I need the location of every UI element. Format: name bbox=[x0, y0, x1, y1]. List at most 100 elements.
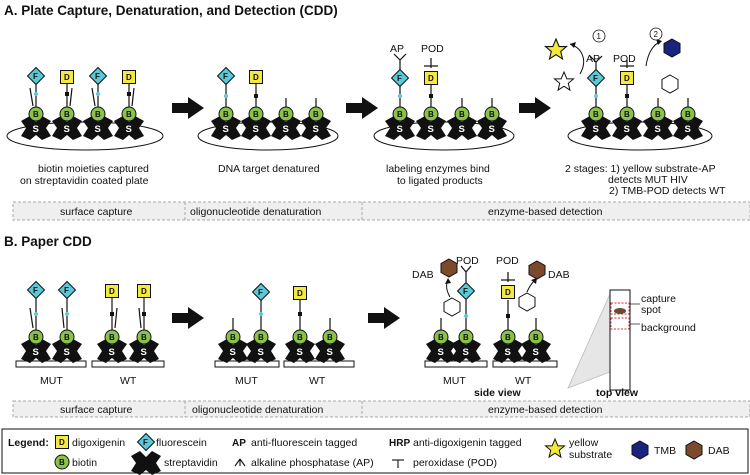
legend-ap-line2: alkaline phosphatase (AP) bbox=[251, 457, 374, 469]
svg-text:D: D bbox=[428, 74, 434, 83]
svg-text:B: B bbox=[593, 110, 599, 119]
svg-text:B: B bbox=[463, 333, 469, 342]
svg-text:B: B bbox=[141, 333, 147, 342]
legend-hrp-line2: peroxidase (POD) bbox=[413, 457, 497, 469]
svg-text:B: B bbox=[428, 110, 434, 119]
label-pod-a3: POD bbox=[421, 43, 444, 55]
svg-text:B: B bbox=[64, 333, 70, 342]
svg-text:B: B bbox=[64, 110, 70, 119]
caption-a4-line1: 2 stages: 1) yellow substrate-AP bbox=[565, 163, 716, 175]
svg-text:D: D bbox=[297, 289, 303, 298]
svg-text:F: F bbox=[64, 286, 69, 295]
svg-text:D: D bbox=[505, 288, 511, 297]
svg-text:F: F bbox=[143, 438, 148, 447]
stage-bar-a: surface capture oligonucleotide denatura… bbox=[12, 201, 750, 221]
section-b-title: B. Paper CDD bbox=[4, 234, 92, 249]
svg-text:S: S bbox=[428, 124, 434, 135]
stage-b-denaturation: oligonucleotide denaturation bbox=[192, 404, 324, 416]
svg-text:F: F bbox=[95, 72, 100, 81]
caption-a1-line2: on streptavidin coated plate bbox=[20, 175, 149, 187]
svg-text:S: S bbox=[64, 124, 70, 135]
svg-text:S: S bbox=[397, 124, 403, 135]
step-2-marker: 2 bbox=[654, 30, 659, 39]
svg-text:B: B bbox=[126, 110, 132, 119]
svg-text:B: B bbox=[258, 333, 264, 342]
legend-yellow-line1: yellow bbox=[569, 437, 599, 449]
svg-text:B: B bbox=[397, 110, 403, 119]
svg-text:B: B bbox=[95, 110, 101, 119]
svg-text:B: B bbox=[505, 333, 511, 342]
svg-text:S: S bbox=[313, 124, 319, 135]
svg-text:B: B bbox=[59, 458, 65, 467]
svg-text:B: B bbox=[438, 333, 444, 342]
svg-text:S: S bbox=[143, 458, 149, 469]
svg-text:S: S bbox=[33, 124, 39, 135]
svg-text:F: F bbox=[33, 72, 38, 81]
svg-text:B: B bbox=[253, 110, 259, 119]
legend-dab: DAB bbox=[708, 445, 730, 457]
b3-wt-label: WT bbox=[515, 375, 532, 387]
svg-text:S: S bbox=[230, 347, 236, 358]
legend-tmb-hexagon-icon bbox=[631, 440, 649, 460]
svg-text:S: S bbox=[624, 124, 630, 135]
b1-wt-label: WT bbox=[120, 375, 137, 387]
step-1-marker: 1 bbox=[597, 32, 602, 41]
legend: Legend: D digoxigenin B biotin F fluores… bbox=[1, 428, 749, 475]
svg-text:B: B bbox=[109, 333, 115, 342]
label-ap-a4: AP bbox=[586, 53, 600, 65]
side-view-label: side view bbox=[474, 387, 522, 399]
svg-text:S: S bbox=[33, 347, 39, 358]
svg-text:S: S bbox=[533, 347, 539, 358]
svg-text:S: S bbox=[459, 124, 465, 135]
b3-dab-label-1: DAB bbox=[412, 269, 434, 281]
svg-text:S: S bbox=[126, 124, 132, 135]
svg-text:F: F bbox=[223, 72, 228, 81]
legend-tmb: TMB bbox=[654, 445, 676, 457]
svg-text:B: B bbox=[230, 333, 236, 342]
b2-wt-label: WT bbox=[309, 375, 326, 387]
stage-a-denaturation: oligonucleotide denaturation bbox=[190, 206, 322, 218]
svg-text:S: S bbox=[297, 347, 303, 358]
svg-text:D: D bbox=[64, 73, 70, 82]
svg-text:B: B bbox=[283, 110, 289, 119]
top-view-label: top view bbox=[596, 387, 639, 399]
legend-biotin: biotin bbox=[72, 457, 97, 469]
svg-text:B: B bbox=[459, 110, 465, 119]
svg-text:F: F bbox=[463, 287, 468, 296]
svg-text:S: S bbox=[655, 124, 661, 135]
svg-text:D: D bbox=[253, 73, 259, 82]
b2-mut-label: MUT bbox=[235, 375, 258, 387]
svg-text:S: S bbox=[505, 347, 511, 358]
svg-text:B: B bbox=[223, 110, 229, 119]
b3-pod-label-2: POD bbox=[496, 255, 519, 267]
b3-mut-label: MUT bbox=[443, 375, 466, 387]
svg-text:D: D bbox=[59, 438, 65, 447]
svg-text:S: S bbox=[685, 124, 691, 135]
svg-text:F: F bbox=[593, 74, 598, 83]
svg-text:S: S bbox=[64, 347, 70, 358]
capture-spot bbox=[614, 308, 626, 314]
b3-pod-label-1: POD bbox=[456, 255, 479, 267]
caption-a3-line1: labeling enzymes bind bbox=[386, 163, 490, 175]
dab-hexagon-icon-2 bbox=[528, 260, 546, 280]
panel-b4-top-view: capture spot background top view bbox=[567, 289, 696, 399]
legend-ap-abbr: AP bbox=[232, 438, 246, 449]
legend-dab-hexagon-icon bbox=[685, 440, 703, 460]
capture-label-line2: spot bbox=[641, 304, 661, 316]
hexagon-outline-icon-b2 bbox=[518, 292, 536, 312]
svg-text:S: S bbox=[258, 347, 264, 358]
stage-b-surface-capture: surface capture bbox=[60, 404, 133, 416]
svg-text:S: S bbox=[141, 347, 147, 358]
stage-b-detection: enzyme-based detection bbox=[488, 404, 603, 416]
hexagon-outline-icon bbox=[661, 74, 679, 94]
svg-text:S: S bbox=[253, 124, 259, 135]
svg-text:F: F bbox=[397, 74, 402, 83]
stage-a-surface-capture: surface capture bbox=[60, 206, 133, 218]
arrow-a3 bbox=[519, 97, 551, 119]
legend-ap-line1: anti-fluorescein tagged bbox=[251, 437, 357, 449]
svg-text:S: S bbox=[463, 347, 469, 358]
